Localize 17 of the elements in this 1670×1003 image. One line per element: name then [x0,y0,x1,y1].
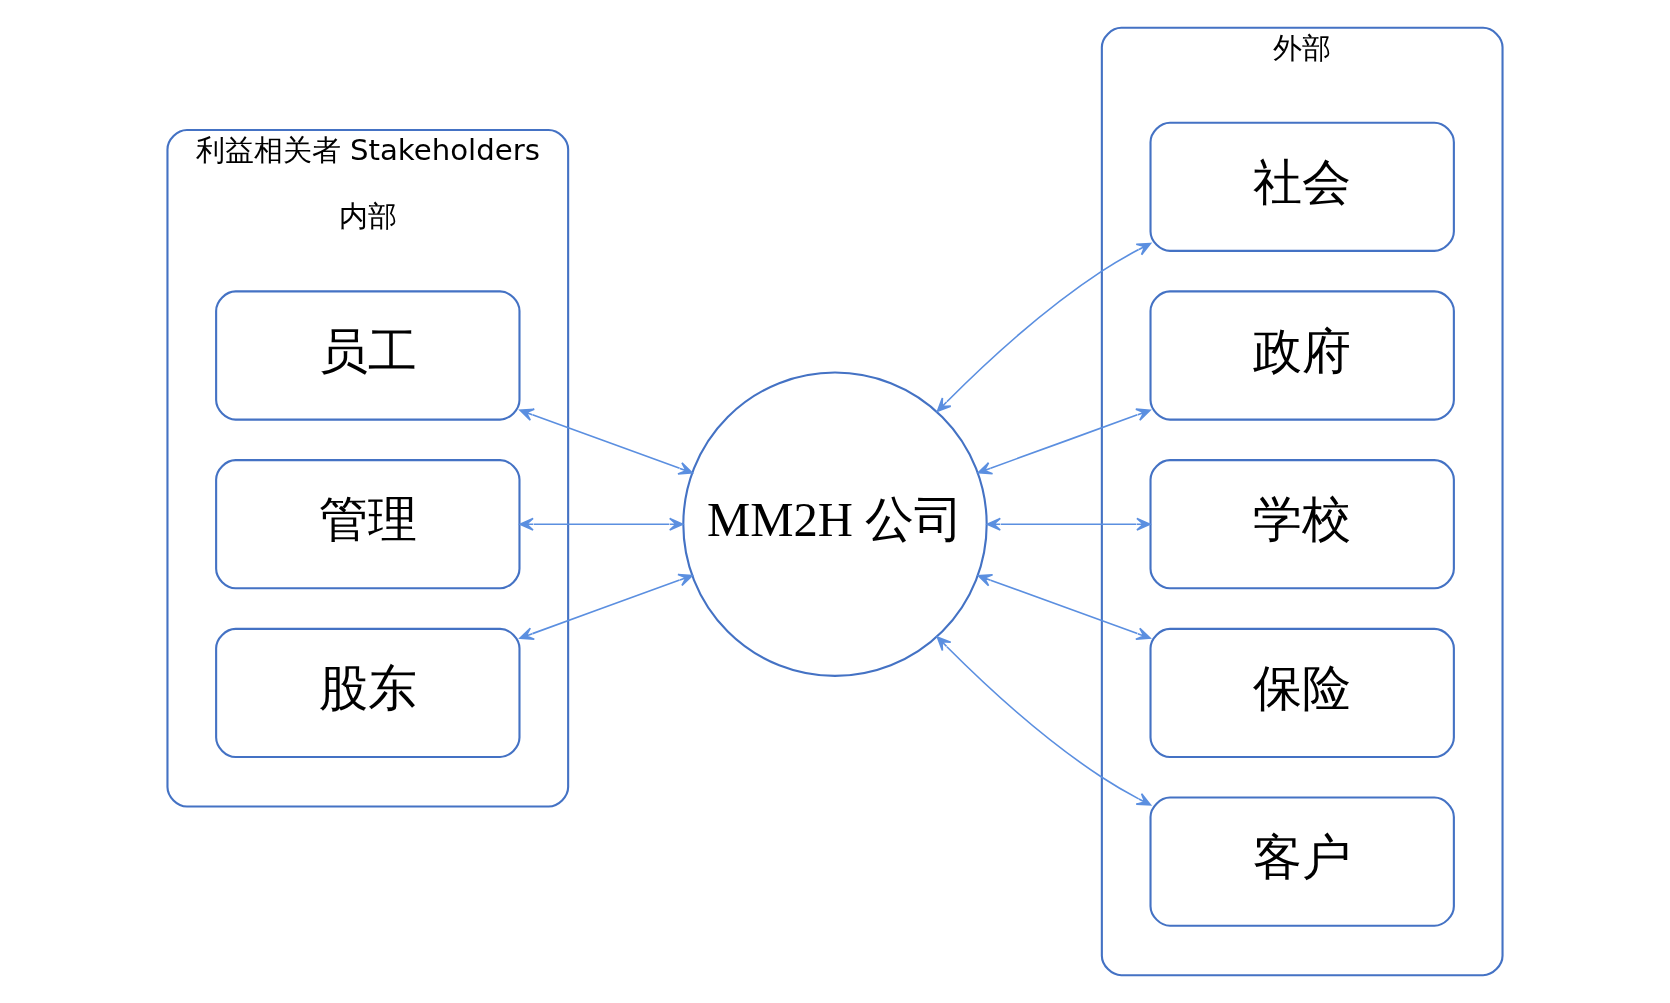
arrow [519,517,684,531]
arrow [519,573,693,640]
node-box: 股东 [215,627,521,759]
arrow [986,517,1151,531]
node-box: 员工 [215,290,521,421]
arrow [936,242,1152,413]
arrow [936,636,1152,806]
arrow [977,573,1151,641]
node-box: 学校 [1149,459,1455,590]
arrow [977,408,1151,475]
arrow [519,408,693,475]
node-box: 管理 [215,459,521,590]
node-box: 客户 [1149,796,1455,927]
node-box: 政府 [1149,290,1455,421]
node-box: 社会 [1149,121,1455,252]
node-circle: MM2H 公司 [682,371,988,677]
node-box: 保险 [1149,627,1455,759]
